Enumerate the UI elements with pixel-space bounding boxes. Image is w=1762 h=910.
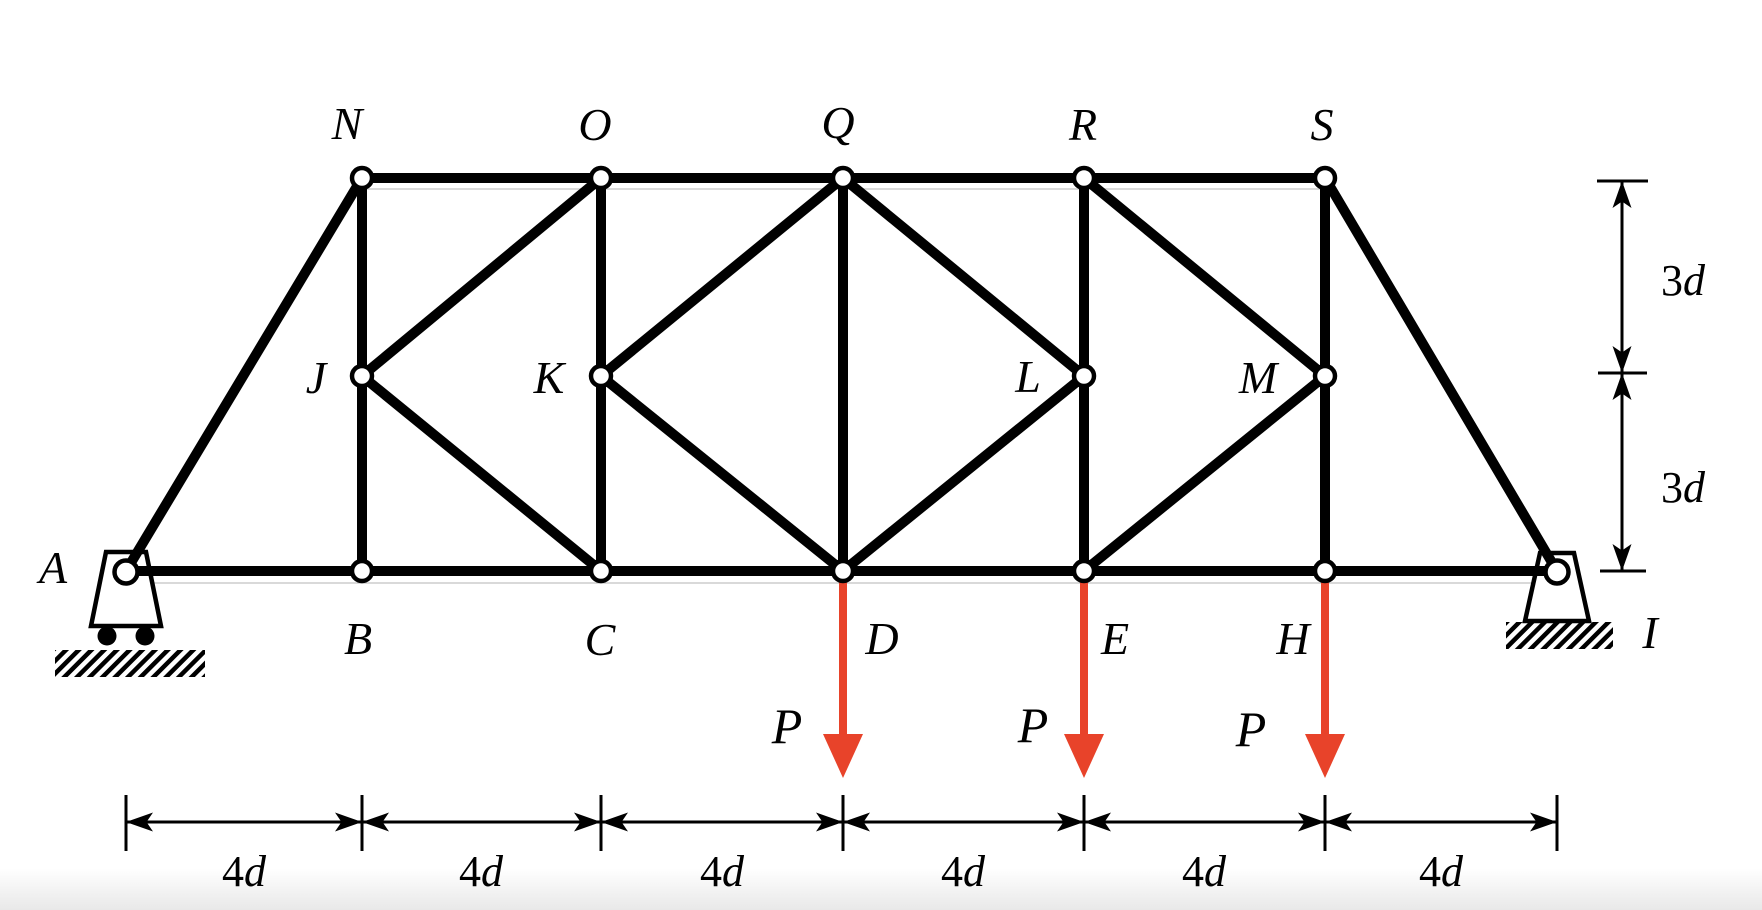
joint-N <box>349 165 375 191</box>
joint-label-I: I <box>1641 607 1660 658</box>
member-J-O <box>357 173 606 381</box>
joint-J <box>349 363 375 389</box>
joint-label-E: E <box>1100 613 1129 664</box>
joint-R <box>1071 165 1097 191</box>
joint-C <box>588 558 614 584</box>
member-L-D <box>838 371 1089 576</box>
load-arrow-H <box>1305 576 1345 778</box>
joint-label-S: S <box>1311 99 1334 150</box>
dim-label-4d-1: 4d <box>222 847 267 896</box>
member-A-N <box>121 173 367 576</box>
joint-label-R: R <box>1068 99 1097 150</box>
joint-label-Q: Q <box>821 97 854 148</box>
ground-hatch-right <box>1506 622 1613 649</box>
joint-H <box>1312 558 1338 584</box>
joint-M <box>1312 363 1338 389</box>
joint-B <box>349 558 375 584</box>
load-arrow-E <box>1064 576 1104 778</box>
joint-E <box>1071 558 1097 584</box>
load-label-P-at-D: P <box>771 698 803 754</box>
joint-label-O: O <box>578 99 611 150</box>
dim-label-4d-2: 4d <box>459 847 504 896</box>
roller-wheel-left-2 <box>135 626 155 646</box>
dimension-line-bottom <box>124 795 1559 851</box>
page-bottom-shading <box>0 868 1762 910</box>
load-label-P-at-H: P <box>1235 701 1267 757</box>
joint-O <box>588 165 614 191</box>
member-K-D <box>596 371 848 576</box>
member-R-M <box>1079 173 1330 381</box>
joint-label-J: J <box>306 352 329 403</box>
member-M-E <box>1079 371 1330 576</box>
roller-wheel-left-1 <box>97 626 117 646</box>
joint-D <box>830 558 856 584</box>
dim-label-3d-lower: 3d <box>1661 463 1706 512</box>
joint-label-H: H <box>1275 613 1312 664</box>
joint-label-D: D <box>864 613 898 664</box>
ground-hatch-left <box>55 650 205 677</box>
load-arrow-D <box>823 576 863 778</box>
joint-label-L: L <box>1014 351 1041 402</box>
joint-L <box>1071 363 1097 389</box>
member-K-Q <box>596 173 848 381</box>
joint-circles <box>112 165 1571 586</box>
dim-label-4d-5: 4d <box>1182 847 1227 896</box>
joint-label-K: K <box>533 352 567 403</box>
member-J-C <box>357 371 606 576</box>
dim-label-4d-6: 4d <box>1419 847 1464 896</box>
dim-label-4d-3: 4d <box>700 847 745 896</box>
load-arrows <box>823 576 1345 778</box>
joint-Q <box>830 165 856 191</box>
dimension-line-right <box>1597 179 1648 573</box>
joint-K <box>588 363 614 389</box>
support-pin-circle-I <box>1543 558 1571 586</box>
joint-label-M: M <box>1238 352 1280 403</box>
truss-members <box>121 173 1562 576</box>
member-Q-L <box>838 173 1089 381</box>
load-label-P-at-E: P <box>1017 697 1049 753</box>
dim-label-4d-4: 4d <box>941 847 986 896</box>
dim-label-3d-upper: 3d <box>1661 256 1706 305</box>
joint-label-N: N <box>331 98 365 149</box>
joint-label-C: C <box>585 614 617 665</box>
joint-S <box>1312 165 1338 191</box>
joint-label-A: A <box>36 542 68 593</box>
member-S-I <box>1320 173 1562 576</box>
support-pin-circle-A <box>112 558 140 586</box>
pin-support-I <box>1506 550 1613 649</box>
joint-label-B: B <box>344 613 372 664</box>
